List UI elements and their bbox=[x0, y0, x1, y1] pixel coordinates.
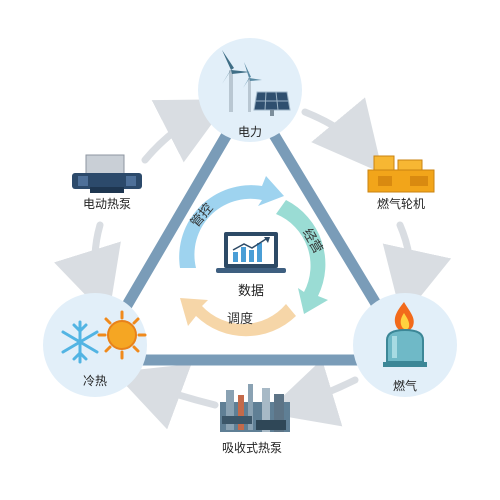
cycle-label-dispatch: 调度 bbox=[227, 311, 253, 327]
arrow-absorption-to-cold bbox=[113, 363, 219, 430]
device-label-electric-heat-pump: 电动热泵 bbox=[83, 197, 131, 211]
node-label-gas: 燃气 bbox=[393, 378, 417, 393]
center-label-data: 数据 bbox=[238, 284, 264, 299]
device-absorption-heat-pump: 吸收式热泵 bbox=[220, 384, 290, 455]
factory-icon bbox=[220, 384, 290, 432]
cycle-arc-dispatch bbox=[180, 298, 296, 337]
arrow-heat-pump-to-cold bbox=[54, 221, 121, 319]
node-gas: 燃气 bbox=[353, 293, 457, 397]
arrow-power-to-turbine bbox=[301, 97, 383, 174]
device-label-gas-turbine: 燃气轮机 bbox=[377, 196, 425, 211]
flow-arrows bbox=[54, 97, 452, 430]
cycle-arc-operate bbox=[276, 200, 328, 314]
cycle-arc-manage bbox=[179, 176, 284, 268]
device-electric-heat-pump: 电动热泵 bbox=[72, 154, 142, 211]
sun-icon bbox=[97, 310, 147, 360]
generator-icon bbox=[367, 155, 435, 193]
node-label-power: 电力 bbox=[238, 125, 262, 139]
device-label-absorption-heat-pump: 吸收式热泵 bbox=[222, 441, 282, 455]
system-triangle bbox=[89, 89, 416, 366]
center-cycle: 管控 经营 调度 数据 bbox=[179, 176, 328, 337]
node-heat-cold: 冷热 bbox=[43, 293, 147, 397]
node-power: 电力 bbox=[198, 38, 302, 142]
gas-tank-icon bbox=[383, 328, 427, 367]
flame-icon bbox=[394, 302, 414, 332]
laptop-chart-icon bbox=[216, 232, 286, 273]
arrow-heat-pump-to-power bbox=[141, 99, 230, 164]
snowflake-icon bbox=[61, 320, 99, 364]
node-label-heat-cold: 冷热 bbox=[83, 374, 107, 388]
device-gas-turbine: 燃气轮机 bbox=[367, 155, 435, 211]
heat-pump-machine-icon bbox=[72, 154, 142, 193]
solar-panel-icon bbox=[253, 91, 291, 116]
arrow-turbine-to-gas bbox=[382, 221, 452, 320]
arrow-gas-to-absorption bbox=[265, 359, 359, 427]
wind-turbine-icon bbox=[222, 50, 262, 112]
